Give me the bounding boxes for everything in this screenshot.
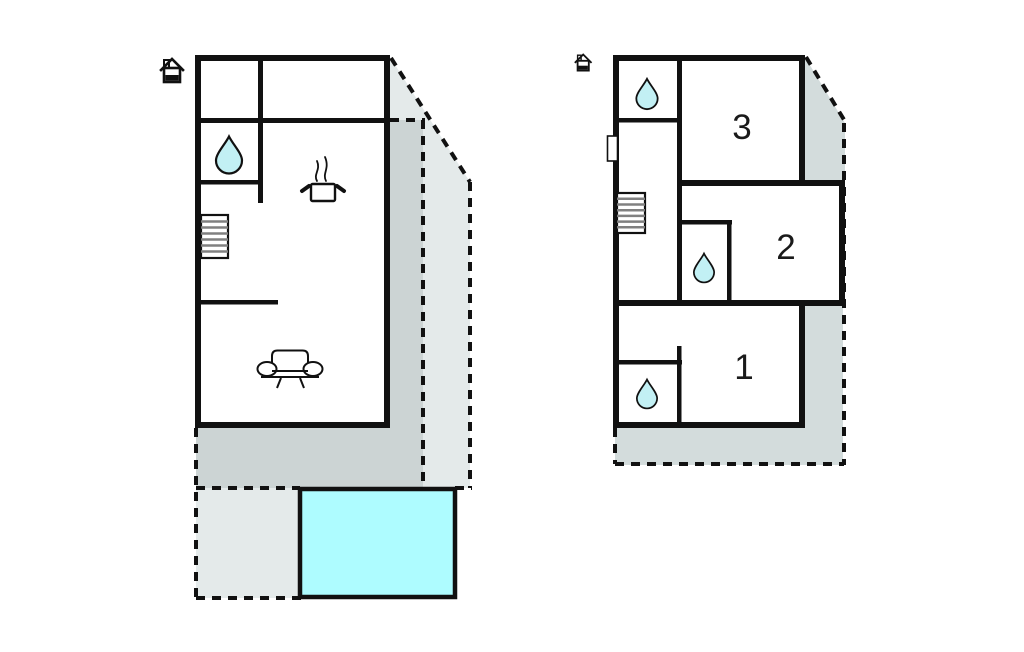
plot-boundary-dashed <box>194 56 472 600</box>
wall <box>799 300 805 428</box>
wall <box>677 220 732 225</box>
wall <box>195 180 263 185</box>
terrace-shade-light <box>196 488 300 598</box>
wall <box>195 422 390 428</box>
wall <box>799 55 805 186</box>
terrace-shade-dark <box>390 120 423 433</box>
plot-shading <box>196 57 470 598</box>
wall <box>613 422 805 428</box>
wall <box>677 346 682 428</box>
water-drop-icon <box>214 135 244 175</box>
sofa-icon <box>256 349 324 389</box>
stove-icon <box>300 156 346 203</box>
water-drop-icon <box>636 378 658 410</box>
wall <box>195 300 278 305</box>
stairs-icon <box>199 213 230 260</box>
wall <box>613 360 682 365</box>
pool <box>297 486 458 600</box>
upper-floor-plan: 3 2 1 <box>574 53 848 466</box>
wall <box>384 55 390 428</box>
wall <box>258 55 263 203</box>
dashed-line <box>389 56 472 184</box>
room-label-1: 1 <box>734 348 753 387</box>
notch-shade <box>805 57 845 186</box>
wall <box>839 180 845 306</box>
house-icon <box>574 53 592 72</box>
water-drop-icon <box>693 252 715 284</box>
dashed-line <box>804 55 848 125</box>
plot-shading <box>615 57 845 465</box>
wall <box>677 180 845 186</box>
wall <box>727 220 732 306</box>
wall <box>195 55 390 61</box>
stairs-icon <box>615 191 647 235</box>
wall <box>613 55 805 61</box>
ground-floor-plan <box>159 55 472 600</box>
room-label-2: 2 <box>776 228 795 267</box>
wall <box>613 118 679 123</box>
bottom-shade <box>615 426 843 465</box>
walls <box>613 55 845 428</box>
room-label-3: 3 <box>732 108 751 147</box>
walls <box>195 55 390 428</box>
terrace-shade-light <box>390 57 470 488</box>
wall <box>195 118 390 123</box>
wall <box>195 55 201 428</box>
house-icon <box>159 57 185 84</box>
wall <box>613 55 619 428</box>
window-marker <box>606 135 619 162</box>
water-drop-icon <box>635 77 659 111</box>
terrace-shade-dark <box>196 426 423 488</box>
wall <box>677 55 682 306</box>
